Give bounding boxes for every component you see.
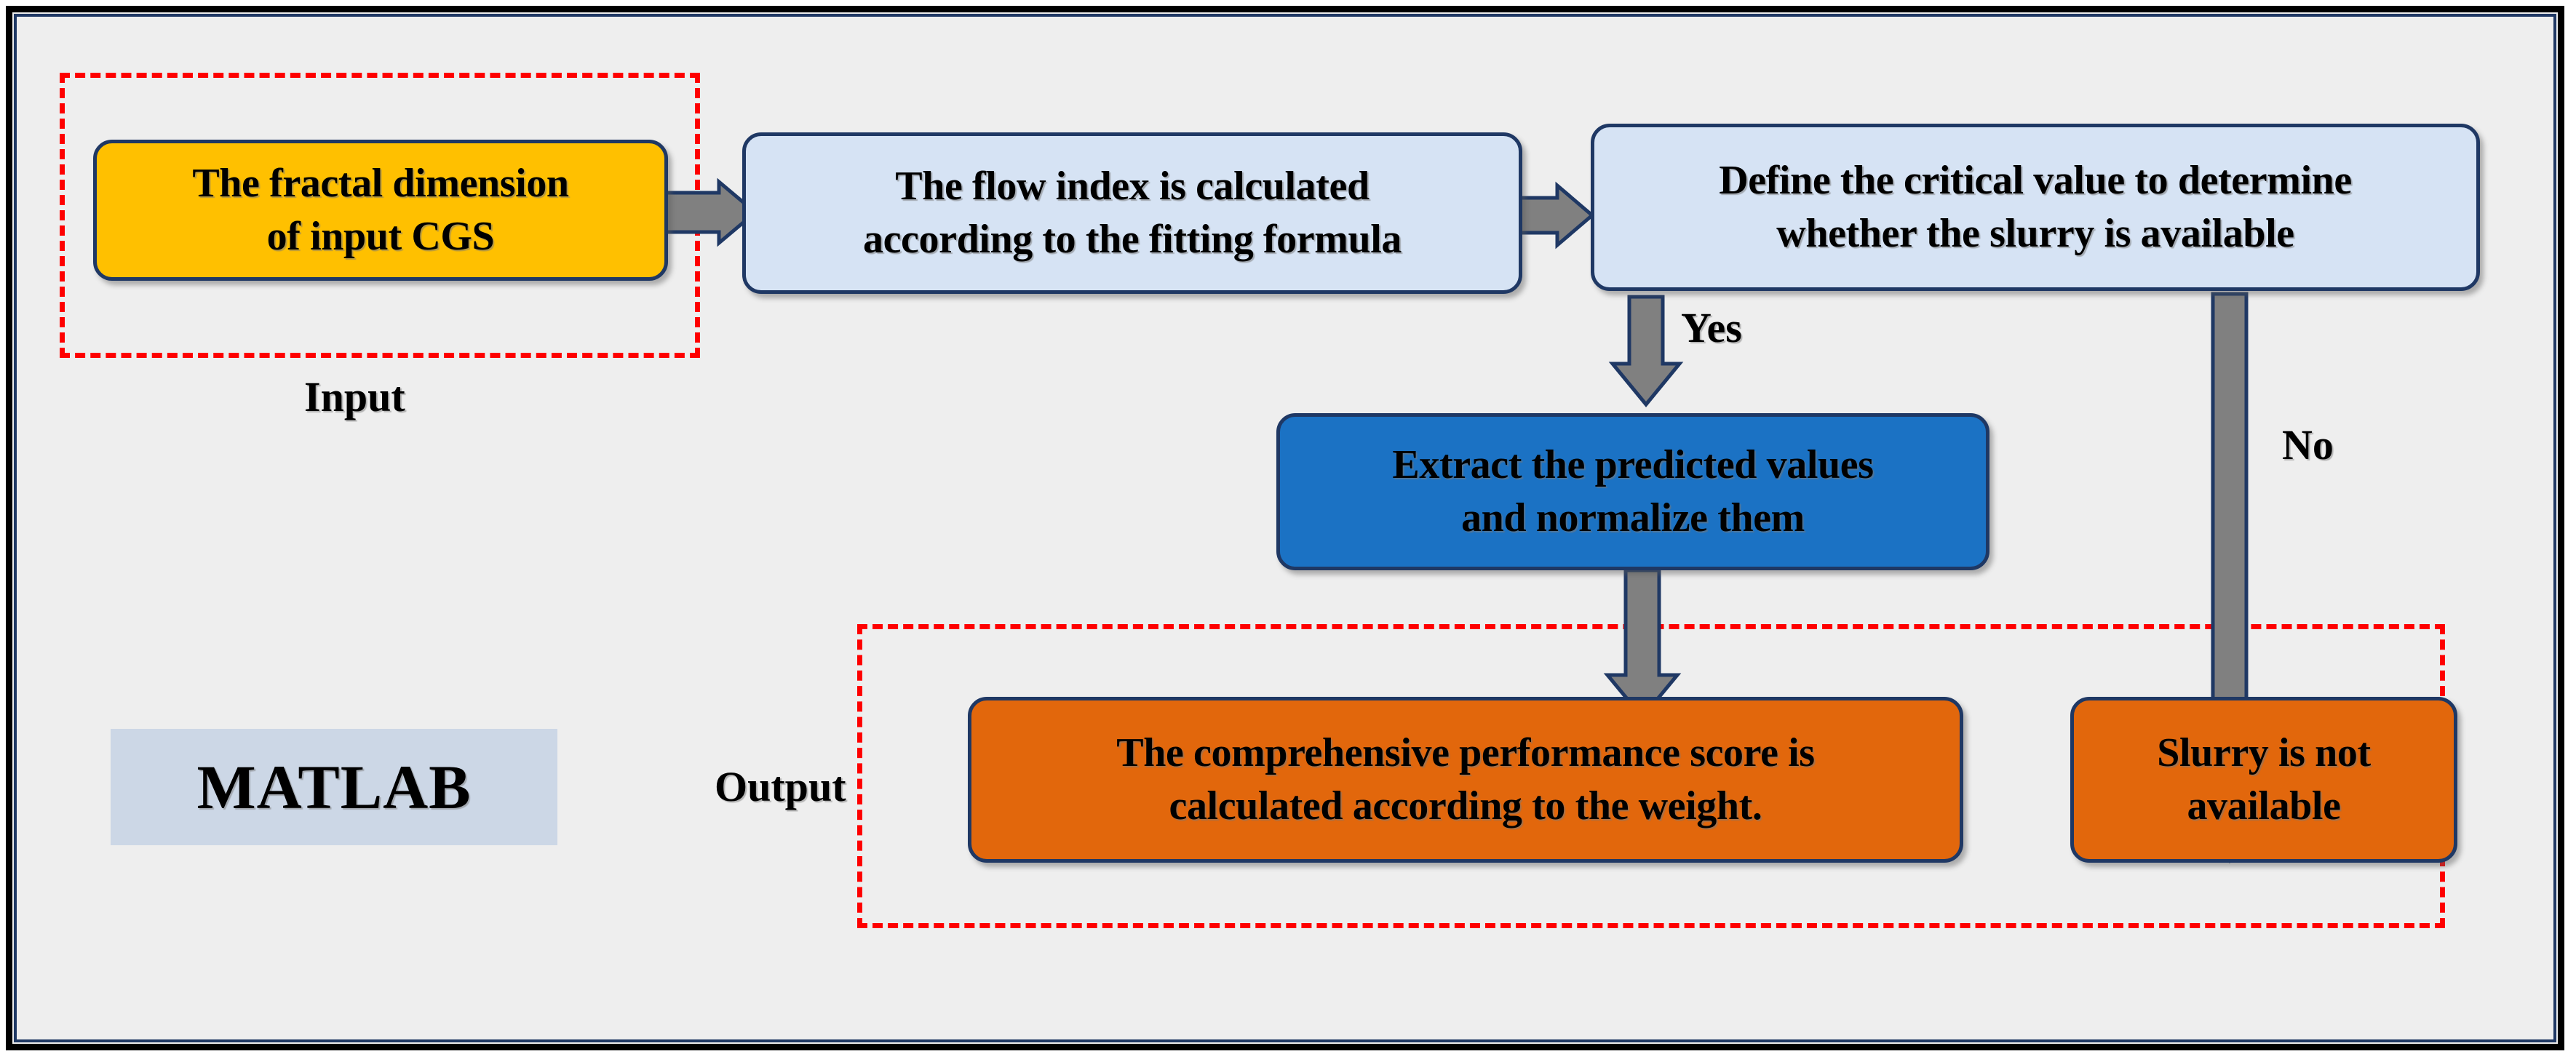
edge-label-no: No [2282, 421, 2334, 468]
edge-label-yes: Yes [1681, 304, 1742, 351]
matlab-environment-tag: MATLAB [111, 729, 557, 845]
arrow-critical-to-extract-yes [1608, 295, 1684, 407]
output-group-label: Output [715, 763, 846, 810]
matlab-environment-tag-label: MATLAB [196, 752, 472, 822]
arrow-flowindex-to-critical [1510, 181, 1595, 249]
input-group-label: Input [304, 373, 405, 420]
